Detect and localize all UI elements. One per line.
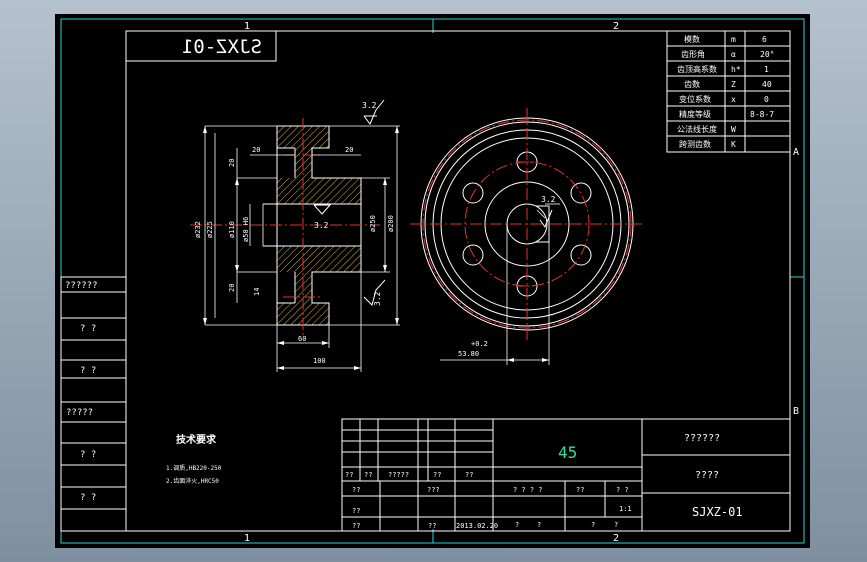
zone-top-1: 1 <box>244 21 250 32</box>
param-value: 20° <box>760 50 774 59</box>
tb-sheet-cell: ? <box>515 521 519 529</box>
tb-stage-hdr: ? ? <box>616 486 629 494</box>
tb-sheet-cell: ? <box>614 521 618 529</box>
param-value: 1 <box>764 65 769 74</box>
tb-row1-cell: ?? <box>345 471 353 479</box>
param-label: 跨测齿数 <box>679 139 711 149</box>
param-label: 齿数 <box>684 79 700 89</box>
tb-row1-cell: ????? <box>388 471 409 479</box>
tb-row1-cell: ?? <box>465 471 473 479</box>
material: 45 <box>558 443 577 462</box>
param-symbol: K <box>731 140 736 149</box>
sidebar-label: ?????? <box>65 281 98 291</box>
param-value: 8-8-7 <box>750 110 774 119</box>
dim-d250: ø250 <box>369 215 377 232</box>
tb-row3-left: ?? <box>352 507 360 515</box>
roughness-bore: 3.2 <box>541 195 556 204</box>
tech-title: 技术要求 <box>176 433 217 446</box>
company: ?????? <box>684 433 720 444</box>
tech-line-1: 1.调质,HB220-250 <box>166 464 222 472</box>
tech-line-2: 2.齿面淬火,HRC50 <box>166 477 219 485</box>
gear-front-view: 3.2 +0.2 53.80 <box>410 108 645 365</box>
tb-stage-hdr: ?? <box>576 486 584 494</box>
roughness-right: 3.2 <box>373 291 382 306</box>
param-value: 6 <box>762 35 767 44</box>
tb-row4-mid: ?? <box>428 522 436 530</box>
drawing-canvas <box>55 14 810 548</box>
mirror-title-box <box>125 30 277 62</box>
tb-row4-left: ?? <box>352 522 360 530</box>
param-symbol: W <box>731 125 736 134</box>
dim-w100: 100 <box>313 357 326 365</box>
zone-right-b: B <box>793 406 799 417</box>
param-value: 0 <box>764 95 769 104</box>
zone-top-2: 2 <box>613 21 619 32</box>
dim-d200: ø200 <box>387 215 395 232</box>
dim-d50: ø50 H6 <box>242 217 250 242</box>
param-symbol: m <box>731 35 736 44</box>
param-symbol: α <box>731 50 736 59</box>
dim-d232: ø232 <box>194 221 202 238</box>
part-name: ???? <box>695 470 719 481</box>
dim-d225: ø225 <box>206 221 214 238</box>
zone-right-a: A <box>793 147 799 158</box>
drawing-number: SJXZ-01 <box>692 505 743 519</box>
sidebar-label: ? ? <box>80 493 96 503</box>
sidebar-label: ? ? <box>80 366 96 376</box>
tb-stage-hdr: ? ? ? ? <box>513 486 543 494</box>
keyway-tolerance: +0.2 <box>471 340 488 348</box>
param-symbol: h* <box>731 65 741 74</box>
tb-sheet-cell: ? <box>591 521 595 529</box>
sidebar-label: ? ? <box>80 450 96 460</box>
dim-h20b: 20 <box>228 284 236 292</box>
param-label: 模数 <box>684 34 700 44</box>
dim-w20b: 20 <box>345 146 353 154</box>
title-block: 45 ?????? ???? SJXZ-01 ?? ?? ????? ?? ??… <box>341 418 791 532</box>
dim-b14: 14 <box>253 288 261 296</box>
tech-requirements: 技术要求 1.调质,HB220-250 2.齿面淬火,HRC50 <box>166 433 222 485</box>
tb-row2-left: ?? <box>352 486 360 494</box>
zone-bottom-1: 1 <box>244 533 250 544</box>
tb-row1-cell: ?? <box>364 471 372 479</box>
mirror-title: SJXZ-01 <box>182 36 262 58</box>
param-label: 齿顶高系数 <box>677 64 717 74</box>
roughness-top: 3.2 <box>362 101 377 110</box>
sidebar-label: ? ? <box>80 324 96 334</box>
tb-date: 2013.02.20 <box>456 522 498 530</box>
gear-section-view: 3.2 3.2 3.2 ø232 ø225 ø110 ø50 H6 ø250 ø… <box>190 99 400 372</box>
tb-row2-mid: ??? <box>427 486 440 494</box>
param-label: 公法线长度 <box>677 124 717 134</box>
param-value: 40 <box>762 80 772 89</box>
zone-bottom-2: 2 <box>613 533 619 544</box>
dim-w60: 60 <box>298 335 306 343</box>
param-label: 变位系数 <box>679 94 711 104</box>
param-symbol: x <box>731 95 736 104</box>
dim-h20a: 20 <box>228 159 236 167</box>
left-sidebar-table: ?????? ? ? ? ? ????? ? ? ? ? <box>60 276 127 532</box>
sidebar-label: ????? <box>66 408 93 418</box>
tb-row1-cell: ?? <box>433 471 441 479</box>
dim-w20a: 20 <box>252 146 260 154</box>
dim-d110: ø110 <box>228 221 236 238</box>
tb-sheet-cell: ? <box>537 521 541 529</box>
keyway-dimension: 53.80 <box>458 350 479 358</box>
tb-scale: 1:1 <box>619 505 632 513</box>
param-label: 齿形角 <box>681 49 705 59</box>
param-label: 精度等级 <box>679 109 711 119</box>
param-symbol: Z <box>731 80 736 89</box>
gear-params-table: 模数 m 6 齿形角 α 20° 齿顶高系数 h* 1 齿数 Z 40 变位系数… <box>666 30 791 153</box>
roughness-center: 3.2 <box>314 221 329 230</box>
